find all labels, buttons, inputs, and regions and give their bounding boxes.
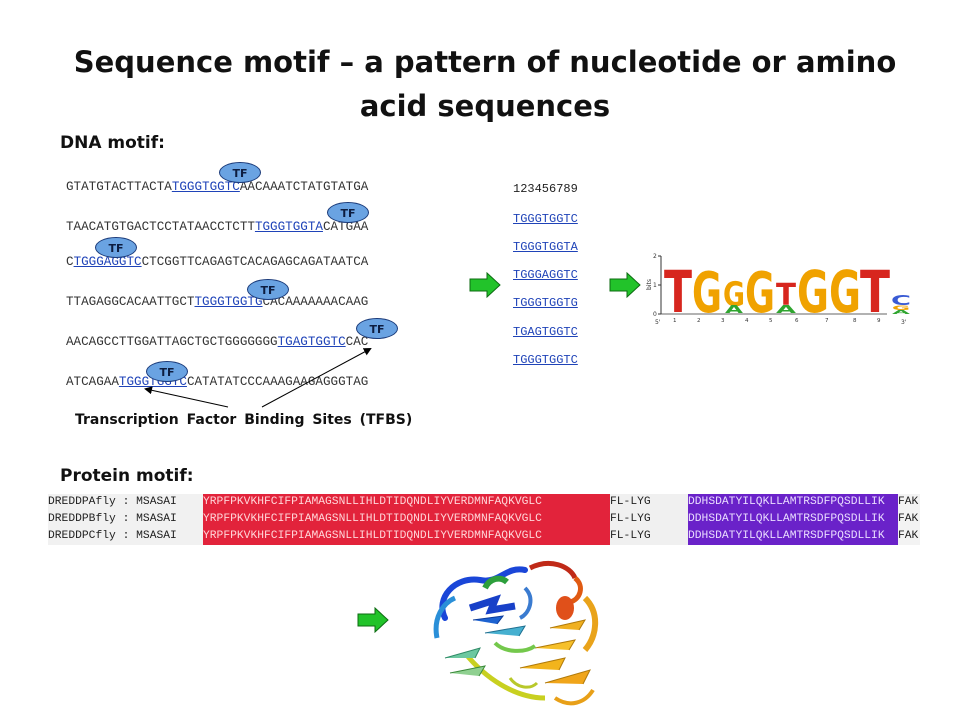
svg-text:1: 1 <box>653 282 657 289</box>
tfbs-site: TGAGTGGTC <box>277 335 346 349</box>
dna-sequence-row: TAACATGTGACTCCTATAACCTCTTTGGGTGGTACATGAA <box>66 220 368 234</box>
logo-letter: G <box>797 258 829 326</box>
motif-site: TGGGTGGTA <box>513 240 578 254</box>
logo-letter: G <box>892 305 910 312</box>
logo-letter: T <box>664 258 692 326</box>
page-title: Sequence motif – a pattern of nucleotide… <box>73 45 897 123</box>
logo-position: 3 <box>721 318 725 324</box>
seq-tail: FAK <box>898 528 920 545</box>
logo-letter: G <box>692 261 722 326</box>
logo-position: 1 <box>673 318 677 324</box>
tfbs-site: TGGGTGGTG <box>194 295 263 309</box>
protein-structure <box>433 561 599 706</box>
seq-tail: FAK <box>898 494 920 511</box>
dna-sequence-row: GTATGTACTTACTATGGGTGGTCAACAAATCTATGTATGA <box>66 180 368 194</box>
conserved-block-red: YRPFPKVKHFCIFPIAMAGSNLLIHLDTIDQNDLIYVERD… <box>203 528 610 545</box>
logo-letter: G <box>723 275 745 315</box>
tf-bubble: TF <box>95 237 137 258</box>
logo-letter: G <box>829 258 861 326</box>
gap-block: FL-LYG <box>610 528 688 545</box>
dna-sequence-row: CTGGGAGGTCCTCGGTTCAGAGTCACAGAGCAGATAATCA <box>66 255 368 269</box>
seq-post: CATATATCCCAAAGAAGAGGGTAG <box>186 375 369 389</box>
svg-text:3': 3' <box>901 319 907 326</box>
seq-pre: AACAGCCTTGGATTAGCTGCTGGGGGGG <box>66 335 278 349</box>
seq-post: CTCGGTTCAGAGTCACAGAGCAGATAATCA <box>141 255 369 269</box>
svg-text:5': 5' <box>655 319 661 326</box>
protein-motif-heading: Protein motif: <box>60 466 194 486</box>
seq-post: CATGAA <box>322 220 369 234</box>
motif-site: TGGGTGGTG <box>513 296 578 310</box>
seq-pre: C <box>66 255 74 269</box>
conserved-block-purple: DDHSDATYILQKLLAMTRSDFPQSDLLIK <box>688 494 898 511</box>
logo-position: 2 <box>697 318 701 324</box>
dna-sequence-row: ATCAGAATGGGTGGTCCATATATCCCAAAGAAGAGGGTAG <box>66 375 368 389</box>
seq-pre: GTATGTACTTACTA <box>66 180 172 194</box>
logo-position: 6 <box>795 318 799 324</box>
pointer-arrow <box>261 348 372 408</box>
seq-post: CACAAAAAAACAAG <box>262 295 369 309</box>
seq-tail: FAK <box>898 511 920 528</box>
logo-axis-label: bits <box>646 279 653 290</box>
motif-site: TGGGAGGTC <box>513 268 578 282</box>
tf-bubble: TF <box>219 162 261 183</box>
seq-post: CAC <box>345 335 369 349</box>
motif-site-list: 123456789 TGGGTGGTC TGGGTGGTA TGGGAGGTC … <box>513 180 613 380</box>
svg-text:0: 0 <box>653 311 657 318</box>
logo-letter: A <box>892 310 911 316</box>
motif-position-index: 123456789 <box>513 182 578 196</box>
conserved-block-purple: DDHSDATYILQKLLAMTRSDFPQSDLLIK <box>688 511 898 528</box>
motif-site: TGAGTGGTC <box>513 325 578 339</box>
seq-pre: TTAGAGGCACAATTGCT <box>66 295 195 309</box>
seq-name: DREDDPBfly : MSASAI <box>48 511 203 528</box>
motif-site: TGGGTGGTC <box>513 353 578 367</box>
logo-letter: G <box>745 261 775 326</box>
green-arrow-icon <box>609 272 641 298</box>
pointer-arrow <box>144 386 229 408</box>
seq-name: DREDDPCfly : MSASAI <box>48 528 203 545</box>
logo-position: 8 <box>853 318 857 324</box>
conserved-block-red: YRPFPKVKHFCIFPIAMAGSNLLIHLDTIDQNDLIYVERD… <box>203 494 610 511</box>
logo-position: 9 <box>877 318 881 324</box>
dna-motif-heading: DNA motif: <box>60 133 165 153</box>
conserved-block-red: YRPFPKVKHFCIFPIAMAGSNLLIHLDTIDQNDLIYVERD… <box>203 511 610 528</box>
gap-block: FL-LYG <box>610 494 688 511</box>
conserved-block-purple: DDHSDATYILQKLLAMTRSDFPQSDLLIK <box>688 528 898 545</box>
logo-letter: A <box>725 303 744 316</box>
logo-letter: T <box>860 258 890 326</box>
logo-position: 5 <box>769 318 773 324</box>
tf-bubble: TF <box>146 361 188 382</box>
seq-pre: TAACATGTGACTCCTATAACCTCTT <box>66 220 255 234</box>
gap-block: FL-LYG <box>610 511 688 528</box>
sequence-logo: 2 1 0 bits 5' 1 2 3 4 5 6 7 8 9 3' T G G… <box>646 253 911 326</box>
motif-site: TGGGTGGTC <box>513 212 578 226</box>
logo-letter: T <box>776 278 797 313</box>
tf-bubble: TF <box>247 279 289 300</box>
green-arrow-icon <box>469 272 501 298</box>
tfbs-caption: Transcription Factor Binding Sites (TFBS… <box>75 412 413 428</box>
seq-post: AACAAATCTATGTATGA <box>239 180 369 194</box>
dna-sequence-row: TTAGAGGCACAATTGCTTGGGTGGTGCACAAAAAAACAAG <box>66 295 368 309</box>
tfbs-site: TGGGAGGTC <box>73 255 142 269</box>
tf-bubble: TF <box>327 202 369 223</box>
seq-name: DREDDPAfly : MSASAI <box>48 494 203 511</box>
green-arrow-icon <box>357 607 389 633</box>
logo-position: 7 <box>825 318 829 324</box>
seq-pre: ATCAGAA <box>66 375 119 389</box>
dna-sequence-row: AACAGCCTTGGATTAGCTGCTGGGGGGGTGAGTGGTCCAC <box>66 335 368 349</box>
logo-letter: A <box>776 303 797 316</box>
svg-text:2: 2 <box>653 253 657 260</box>
logo-letter: C <box>891 294 911 309</box>
tf-bubble: TF <box>356 318 398 339</box>
logo-position: 4 <box>745 318 749 324</box>
tfbs-site: TGGGTGGTA <box>254 220 323 234</box>
tfbs-site: TGGGTGGTC <box>171 180 240 194</box>
